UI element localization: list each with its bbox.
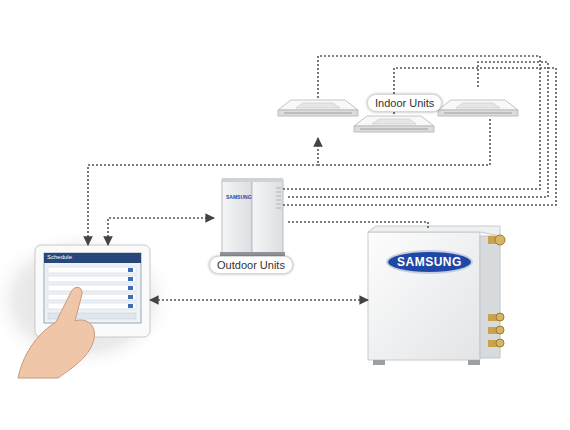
dotted-connector (88, 138, 318, 245)
dotted-connector (288, 62, 548, 197)
controller-screen (44, 253, 141, 323)
node-label: SAMSUNG (386, 250, 473, 274)
wire (318, 117, 490, 165)
pipe-end (496, 326, 504, 334)
screen-row (48, 294, 136, 300)
foot (373, 360, 385, 365)
screen-icon (128, 268, 133, 272)
vent (276, 188, 281, 189)
indoor-units-group: Indoor Units (272, 88, 504, 138)
cassette-unit (278, 100, 358, 116)
pipe-end (496, 339, 504, 347)
hand (18, 287, 95, 378)
dotted-connector (150, 299, 368, 301)
node-label: Indoor Units (367, 94, 442, 112)
cassette-unit (438, 100, 518, 116)
hydro-front (368, 232, 480, 360)
extra-wires (283, 56, 556, 205)
wire (283, 56, 540, 189)
brand-label: SAMSUNG (226, 194, 252, 200)
node-label: Outdoor Units (209, 256, 293, 274)
pipe-end (496, 313, 504, 321)
controller-body (35, 245, 150, 337)
foot (468, 360, 480, 365)
touch-controller: Schedule (35, 245, 150, 337)
screen-row (48, 303, 136, 309)
vent (276, 196, 281, 197)
hydro-unit: SAMSUNG (368, 228, 500, 363)
outdoor-unit: Outdoor Units (214, 178, 288, 274)
vent (276, 208, 281, 209)
screen-icon (128, 295, 133, 299)
screen-row (48, 285, 136, 291)
wire (283, 68, 556, 205)
outdoor-module (222, 180, 252, 253)
screen-icon (128, 286, 133, 290)
screen-row (48, 276, 136, 282)
dotted-connector (108, 218, 214, 245)
vent (276, 192, 281, 193)
pipe-end (495, 235, 505, 245)
cassette-unit (354, 116, 434, 132)
screen-row (48, 267, 136, 273)
vent (276, 200, 281, 201)
outdoor-vents (276, 188, 281, 208)
screen-header (44, 253, 141, 263)
hydro-top (368, 226, 500, 236)
screen-icon (128, 277, 133, 281)
node-label: Schedule (47, 254, 72, 261)
outdoor-module (252, 180, 283, 253)
outdoor-top (222, 178, 283, 182)
dotted-connector (288, 222, 428, 228)
vent (276, 204, 281, 205)
screen-icon (128, 304, 133, 308)
